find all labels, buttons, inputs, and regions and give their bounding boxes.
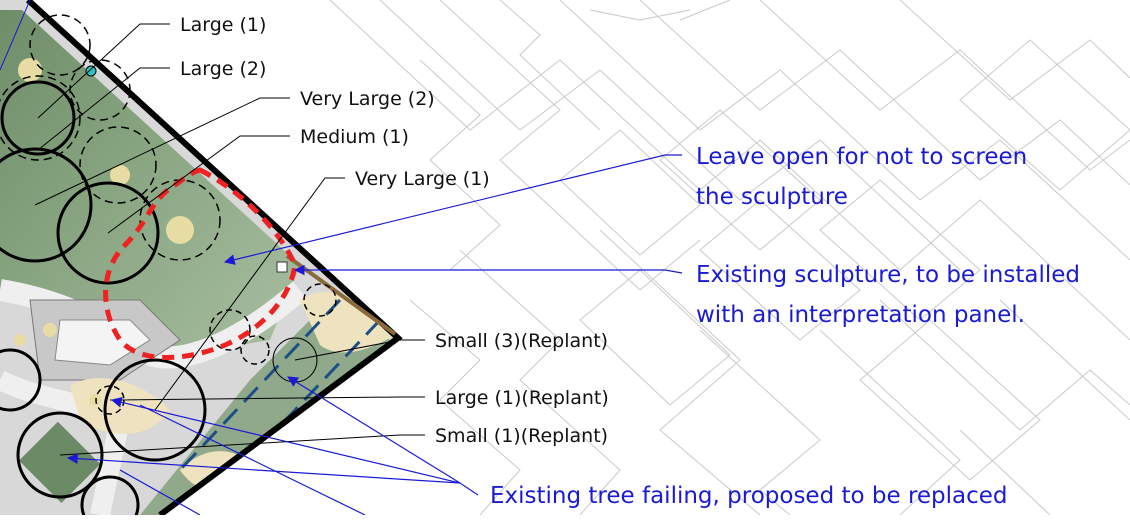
label-large-1-replant: Large (1)(Replant) [435,387,609,409]
tree-label-leaders [34,23,425,456]
label-very-large-1: Very Large (1) [355,168,490,190]
tree-canopy [16,411,104,499]
label-large-1: Large (1) [180,14,266,36]
tree-canopy [103,358,207,462]
label-large-2: Large (2) [180,58,266,80]
tree-canopies [0,14,337,520]
label-very-large-2: Very Large (2) [300,88,435,110]
sand-area [300,292,395,353]
tree-canopy [0,147,93,263]
callout-leave-open-line1: Leave open for not to screen [696,144,1027,170]
callout-leaders [66,154,683,516]
tree-canopy [56,181,160,285]
callout-sculpture-line2: with an interpretation panel. [696,302,1025,328]
sculpture-open-zone [103,167,298,360]
tree-canopy [80,475,140,520]
background-linework [329,0,1130,516]
label-small-3-replant: Small (3)(Replant) [435,330,608,352]
callout-sculpture-line1: Existing sculpture, to be installed [696,262,1080,288]
callout-leave-open-line2: the sculpture [696,184,848,210]
label-small-1-replant: Small (1)(Replant) [435,425,608,447]
label-medium-1: Medium (1) [300,126,409,148]
tree-canopy [0,80,76,156]
callout-tree-failing: Existing tree failing, proposed to be re… [490,483,1008,509]
sculpture-marker [276,261,288,273]
site-boundary [25,0,403,518]
